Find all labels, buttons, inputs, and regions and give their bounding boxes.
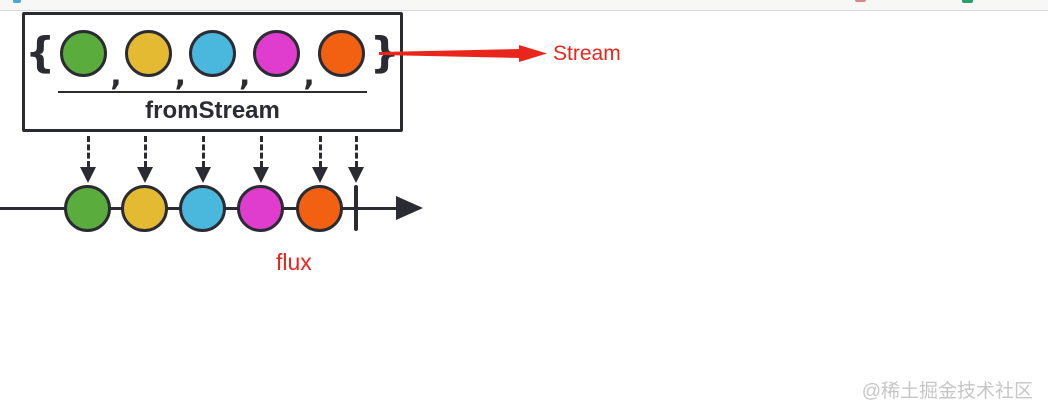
toolbar-icon-fragment-salmon xyxy=(855,0,866,2)
fraction-separator-line xyxy=(58,91,367,93)
flux-label: flux xyxy=(276,249,312,275)
emission-arrow-complete xyxy=(348,136,364,183)
arrow-down-icon xyxy=(348,167,364,183)
comma-4: , xyxy=(303,58,315,93)
arrow-down-icon xyxy=(137,167,153,183)
arrow-down-icon xyxy=(253,167,269,183)
stream-annotation-arrow xyxy=(379,45,547,62)
from-stream-label: fromStream xyxy=(145,97,280,124)
emission-arrow-1 xyxy=(80,136,96,183)
marble-blue xyxy=(189,29,236,77)
timeline-marble-magenta xyxy=(237,185,284,232)
timeline-marble-blue xyxy=(179,185,226,232)
browser-chrome-strip xyxy=(0,0,1048,11)
arrow-right-icon xyxy=(396,196,423,220)
timeline-marble-green xyxy=(64,185,111,232)
marble-orange xyxy=(317,29,365,77)
open-brace: { xyxy=(25,28,56,77)
toolbar-icon-fragment-green xyxy=(962,0,973,3)
arrow-down-icon xyxy=(312,167,328,183)
marble-yellow xyxy=(124,29,172,77)
marble-green xyxy=(60,29,108,77)
timeline-marble-orange xyxy=(296,185,343,232)
toolbar-icon-fragment-blue xyxy=(13,0,21,3)
timeline-marble-yellow xyxy=(121,185,168,232)
stream-label: Stream xyxy=(553,42,621,65)
complete-marker xyxy=(354,185,358,231)
arrow-down-icon xyxy=(195,167,211,183)
emission-arrow-5 xyxy=(312,136,328,183)
watermark: @稀土掘金技术社区 xyxy=(861,381,1033,402)
arrow-down-icon xyxy=(80,167,96,183)
emission-arrow-3 xyxy=(195,136,211,183)
comma-1: , xyxy=(110,58,122,93)
emission-arrow-2 xyxy=(137,136,153,183)
comma-2: , xyxy=(174,58,186,93)
from-stream-box: { , , , , } fromStream xyxy=(22,12,403,132)
marble-magenta xyxy=(253,29,301,77)
comma-3: , xyxy=(239,58,251,93)
stream-literal-row: { , , , , } xyxy=(25,17,400,93)
emission-arrow-4 xyxy=(253,136,269,183)
